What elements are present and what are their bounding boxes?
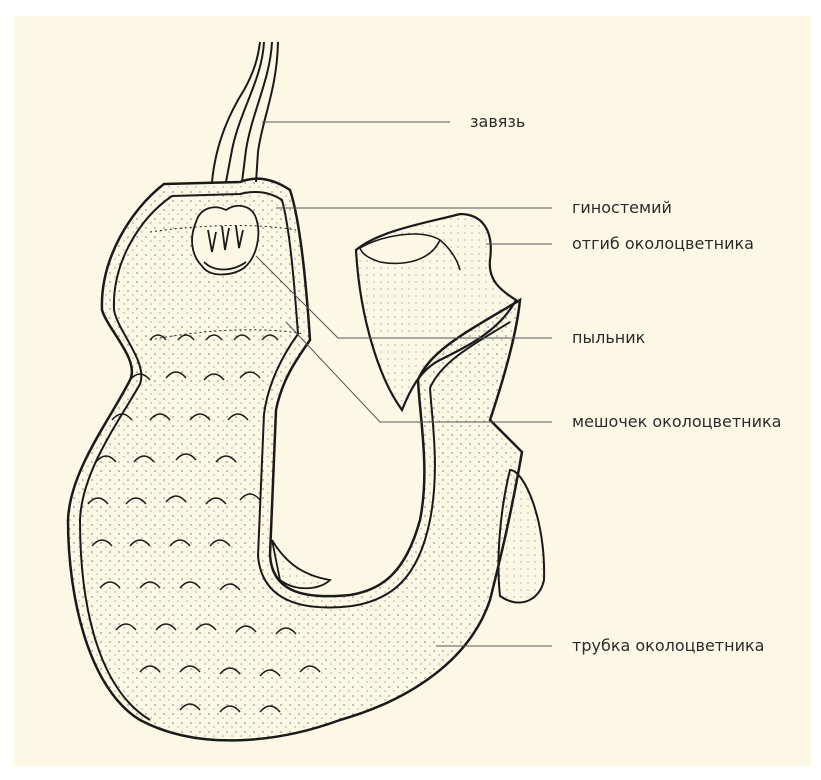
- ovary-stalk: [212, 42, 278, 182]
- label-gynostemium: гиностемий: [572, 198, 672, 218]
- label-perianth-tube: трубка околоцветника: [572, 636, 764, 656]
- label-perianth-limb: отгиб околоцветника: [572, 234, 754, 254]
- perianth-tube-flap: [498, 470, 544, 603]
- gynostemium-anther: [192, 206, 258, 275]
- label-anther: пыльник: [572, 328, 645, 348]
- label-perianth-sac: мешочек околоцветника: [572, 412, 781, 432]
- label-ovary: завязь: [470, 112, 525, 132]
